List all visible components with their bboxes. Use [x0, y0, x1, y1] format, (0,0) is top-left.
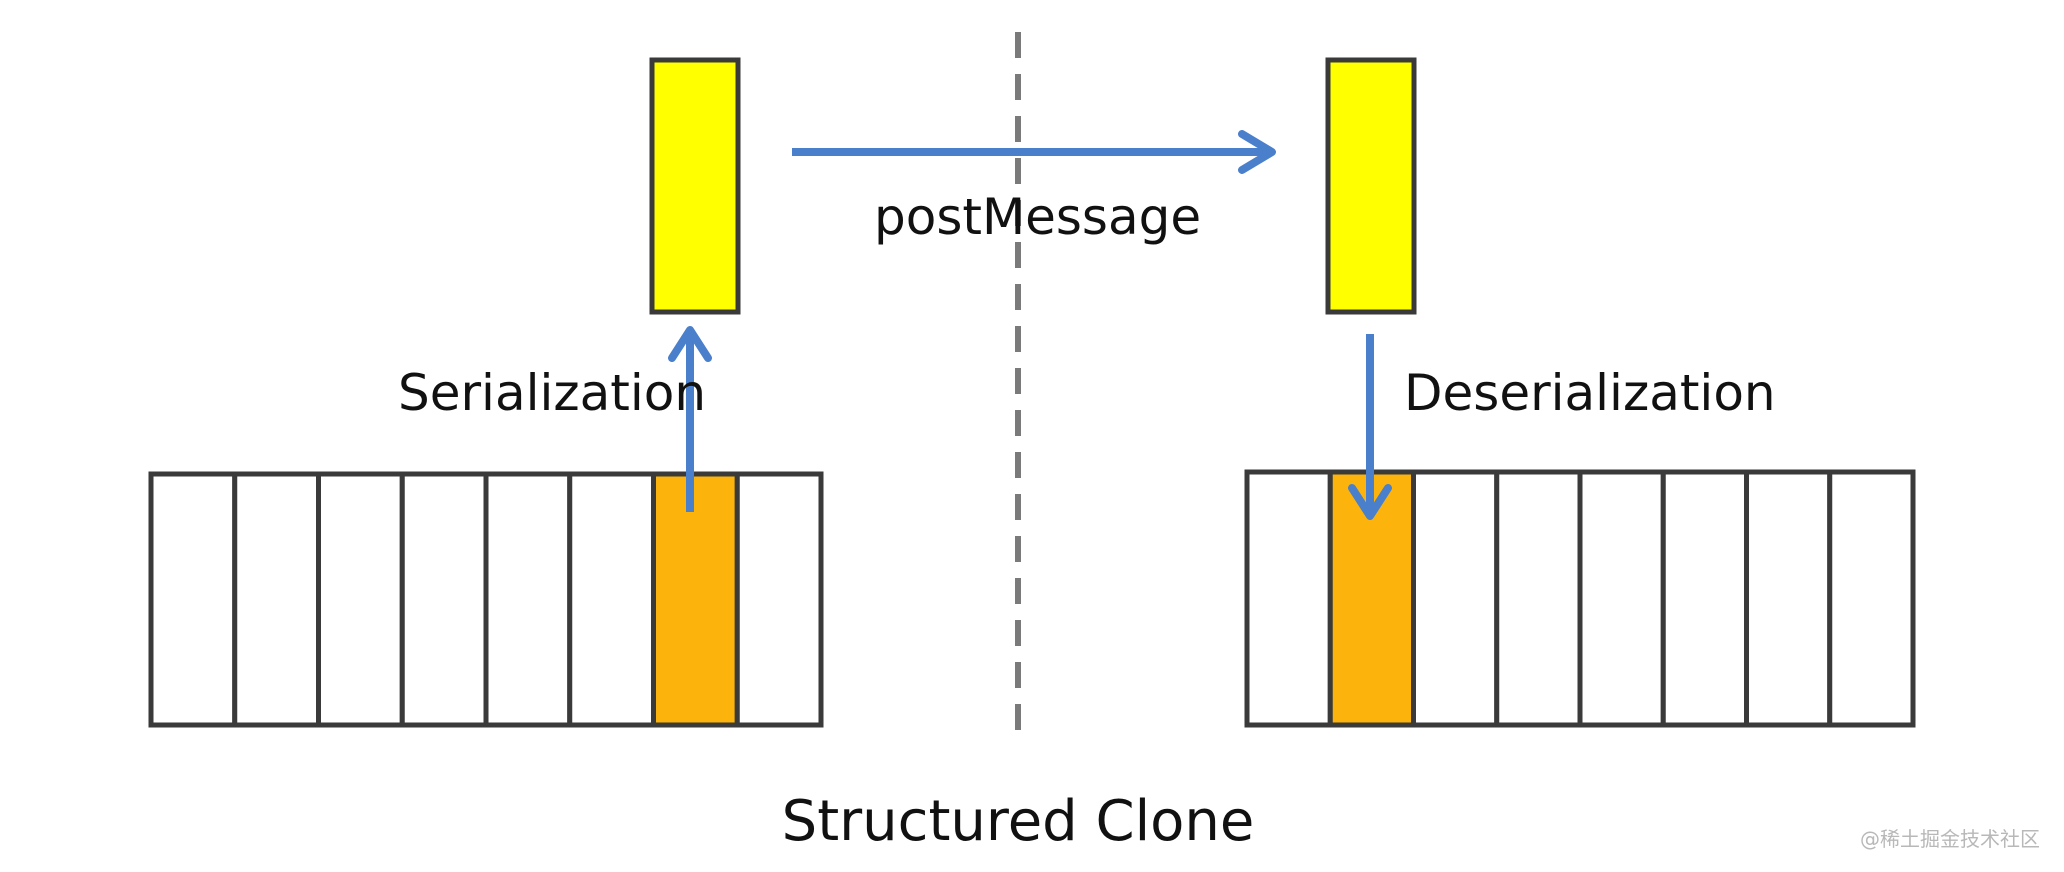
- target-buffer-cell: [1494, 469, 1583, 728]
- source-buffer-cell: [399, 471, 489, 728]
- source-buffer-cell: [483, 471, 573, 728]
- source-buffer-cell: [316, 471, 405, 728]
- serialized-packet-left: [649, 57, 741, 315]
- source-buffer-cell: [734, 471, 824, 728]
- post-message-arrow: [792, 130, 1276, 174]
- serialization-label: Serialization: [398, 364, 706, 422]
- deserialization-arrow: [1348, 334, 1392, 520]
- target-buffer-cell: [1744, 469, 1833, 728]
- watermark-text: @稀土掘金技术社区: [1860, 827, 2040, 851]
- source-buffer-cell-highlighted: [651, 471, 740, 728]
- target-buffer-cell: [1244, 469, 1333, 728]
- target-buffer: [1244, 469, 1916, 728]
- diagram-title: Structured Clone: [782, 789, 1255, 854]
- source-buffer: [148, 471, 824, 728]
- post-message-label: postMessage: [874, 188, 1201, 246]
- target-buffer-cell: [1827, 469, 1916, 728]
- source-buffer-cell: [567, 471, 656, 728]
- target-buffer-cell: [1411, 469, 1500, 728]
- serialized-packet-right: [1325, 57, 1417, 315]
- target-buffer-cell: [1577, 469, 1666, 728]
- deserialization-label: Deserialization: [1404, 364, 1776, 422]
- target-buffer-cell: [1660, 469, 1749, 728]
- source-buffer-cell: [148, 471, 238, 728]
- serialization-arrow: [668, 326, 712, 512]
- source-buffer-cell: [232, 471, 321, 728]
